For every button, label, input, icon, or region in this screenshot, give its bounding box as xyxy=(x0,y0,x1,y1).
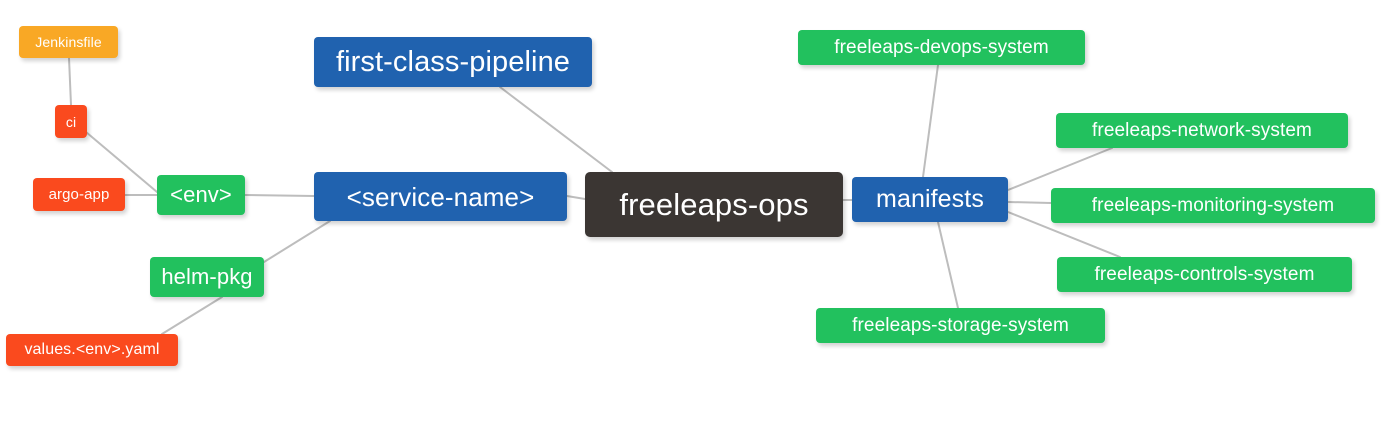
node-freeleaps-devops-system[interactable]: freeleaps-devops-system xyxy=(798,30,1085,65)
node-freeleaps-ops[interactable]: freeleaps-ops xyxy=(585,172,843,237)
edge-env-to-service-name xyxy=(244,194,315,197)
node-first-class-pipeline[interactable]: first-class-pipeline xyxy=(314,37,592,87)
node-helm-pkg[interactable]: helm-pkg xyxy=(150,257,264,297)
node-freeleaps-storage-system[interactable]: freeleaps-storage-system xyxy=(816,308,1105,343)
edge-manifests-to-freeleaps-devops-system xyxy=(922,64,939,178)
edge-manifests-to-freeleaps-network-system xyxy=(1007,147,1113,191)
node-argo-app[interactable]: argo-app xyxy=(33,178,125,211)
node-service-name[interactable]: <service-name> xyxy=(314,172,567,221)
edge-service-name-to-freeleaps-ops xyxy=(566,195,586,200)
edge-manifests-to-freeleaps-monitoring-system xyxy=(1007,201,1052,204)
node-values-env-yaml[interactable]: values.<env>.yaml xyxy=(6,334,178,366)
edge-helm-pkg-to-service-name xyxy=(263,220,331,263)
node-freeleaps-controls-system[interactable]: freeleaps-controls-system xyxy=(1057,257,1352,292)
node-jenkinsfile[interactable]: Jenkinsfile xyxy=(19,26,118,58)
edge-first-class-pipeline-to-freeleaps-ops xyxy=(499,86,613,173)
node-ci[interactable]: ci xyxy=(55,105,87,138)
edge-manifests-to-freeleaps-storage-system xyxy=(937,221,959,309)
node-env[interactable]: <env> xyxy=(157,175,245,215)
node-freeleaps-network-system[interactable]: freeleaps-network-system xyxy=(1056,113,1348,148)
node-freeleaps-monitoring-system[interactable]: freeleaps-monitoring-system xyxy=(1051,188,1375,223)
node-manifests[interactable]: manifests xyxy=(852,177,1008,222)
edge-jenkinsfile-to-ci xyxy=(68,57,72,106)
edge-values-env-yaml-to-helm-pkg xyxy=(161,296,223,335)
